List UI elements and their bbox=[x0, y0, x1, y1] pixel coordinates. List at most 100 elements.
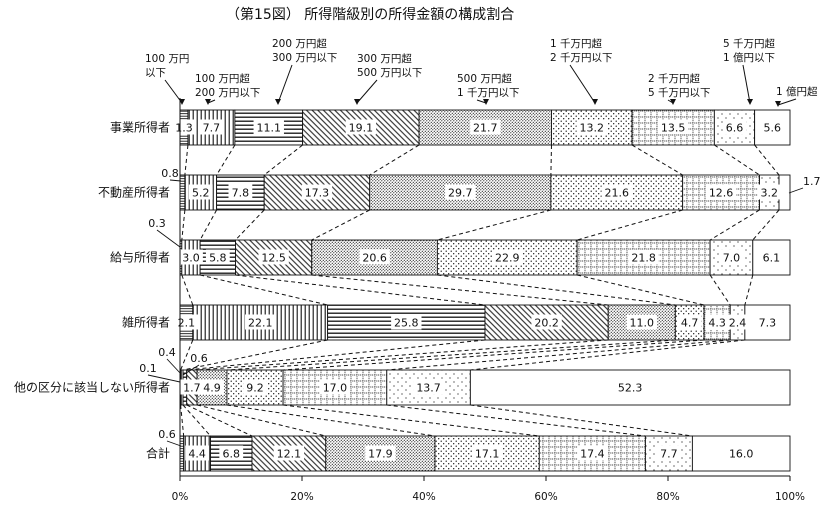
segment-value-label: 0.3 bbox=[148, 217, 166, 230]
bar-segment bbox=[234, 109, 304, 146]
segment-value-label: 5.2 bbox=[192, 187, 210, 200]
segment-value-label: 20.2 bbox=[534, 317, 559, 330]
connector-line bbox=[437, 274, 676, 306]
connector-line bbox=[186, 339, 486, 371]
segment-value-label: 17.3 bbox=[305, 187, 330, 200]
label-backdrop bbox=[273, 445, 305, 461]
connector-line bbox=[470, 339, 745, 371]
segment-value-label: 0.4 bbox=[158, 346, 176, 359]
connector-line bbox=[470, 404, 693, 437]
band-leader-line bbox=[476, 99, 487, 104]
connector-line bbox=[235, 274, 486, 306]
label-backdrop bbox=[471, 445, 503, 461]
connector-line bbox=[216, 144, 236, 176]
label-backdrop bbox=[755, 314, 780, 330]
band-leader-line bbox=[277, 64, 293, 104]
x-tick-label: 40% bbox=[412, 491, 435, 503]
label-backdrop bbox=[365, 445, 396, 461]
band-label: 100 万円 bbox=[145, 53, 189, 65]
x-tick-label: 0% bbox=[172, 491, 189, 503]
connector-line bbox=[311, 274, 609, 306]
segment-value-label: 0.1 bbox=[139, 362, 157, 375]
label-backdrop bbox=[219, 445, 244, 461]
connector-line bbox=[714, 144, 760, 176]
leader-line bbox=[156, 229, 181, 248]
segment-value-label: 21.7 bbox=[473, 122, 498, 135]
band-label: 500 万円超 bbox=[457, 72, 512, 85]
segment-value-label: 0.8 bbox=[161, 167, 179, 180]
bars bbox=[179, 109, 791, 472]
bar-segment bbox=[179, 435, 185, 472]
label-backdrop bbox=[601, 184, 632, 200]
segment-value-label: 6.6 bbox=[726, 122, 744, 135]
leader-line bbox=[166, 358, 182, 375]
connector-line bbox=[182, 404, 211, 437]
segment-value-label: 7.8 bbox=[232, 187, 250, 200]
segment-value-label: 9.2 bbox=[246, 382, 264, 395]
segment-value-label: 11.0 bbox=[630, 317, 655, 330]
connector-line bbox=[754, 144, 780, 176]
segment-value-label: 12.5 bbox=[261, 252, 286, 265]
label-backdrop bbox=[179, 249, 203, 265]
connector-line bbox=[283, 404, 540, 437]
segment-value-label: 3.2 bbox=[761, 187, 779, 200]
segment-value-label: 7.0 bbox=[723, 252, 741, 265]
segment-value-label: 13.7 bbox=[416, 382, 441, 395]
label-backdrop bbox=[705, 314, 730, 330]
segment-value-label: 1.7 bbox=[183, 382, 201, 395]
row-label: 給与所得者 bbox=[110, 250, 170, 265]
label-backdrop bbox=[391, 314, 422, 330]
label-backdrop bbox=[705, 184, 737, 200]
label-backdrop bbox=[757, 184, 782, 200]
connector-line bbox=[386, 404, 646, 437]
connector-line bbox=[226, 339, 676, 371]
segment-value-label: 12.1 bbox=[277, 448, 302, 461]
segment-value-label: 5.8 bbox=[209, 252, 227, 265]
segment-value-label: 2.4 bbox=[729, 317, 747, 330]
segment-value-label: 25.8 bbox=[394, 317, 419, 330]
label-backdrop bbox=[359, 249, 390, 265]
segment-value-label: 16.0 bbox=[729, 448, 754, 461]
segment-value-label: 7.7 bbox=[203, 122, 221, 135]
label-backdrop bbox=[258, 249, 289, 265]
label-backdrop bbox=[492, 249, 523, 265]
segment-value-label: 17.4 bbox=[580, 448, 605, 461]
connector-line bbox=[197, 339, 609, 371]
label-backdrop bbox=[760, 119, 785, 135]
connector-line bbox=[263, 144, 303, 176]
band-leader-line bbox=[777, 98, 797, 106]
label-backdrop bbox=[470, 119, 501, 135]
connector-line bbox=[709, 274, 731, 306]
band-leader-line bbox=[569, 64, 596, 104]
connector-line bbox=[576, 209, 683, 241]
segment-value-label: 11.1 bbox=[257, 122, 282, 135]
connector-line bbox=[631, 144, 683, 176]
row-label: 雑所得者 bbox=[122, 315, 170, 330]
band-leader-line bbox=[356, 79, 378, 104]
label-backdrop bbox=[319, 379, 351, 395]
label-backdrop bbox=[445, 184, 476, 200]
segment-value-label: 7.7 bbox=[660, 448, 678, 461]
band-label: 2 千万円超 bbox=[648, 72, 701, 85]
connector-line bbox=[180, 339, 194, 371]
connector-line bbox=[226, 404, 436, 437]
leader-line bbox=[147, 374, 181, 383]
segment-value-label: 22.9 bbox=[495, 252, 520, 265]
label-backdrop bbox=[726, 445, 757, 461]
band-label: 300 万円以下 bbox=[272, 52, 337, 64]
label-backdrop bbox=[614, 379, 646, 395]
segment-value-label: 1.3 bbox=[175, 122, 193, 135]
band-label: 5 千万円以下 bbox=[648, 87, 711, 99]
label-backdrop bbox=[188, 184, 213, 200]
connector-line bbox=[283, 339, 705, 371]
connector-line bbox=[752, 209, 780, 241]
connector-line bbox=[181, 274, 194, 306]
segment-value-label: 21.6 bbox=[605, 187, 630, 200]
segment-value-label: 20.6 bbox=[362, 252, 387, 265]
connector-line bbox=[235, 209, 265, 241]
connector-line bbox=[709, 209, 760, 241]
x-tick-label: 60% bbox=[534, 491, 557, 503]
